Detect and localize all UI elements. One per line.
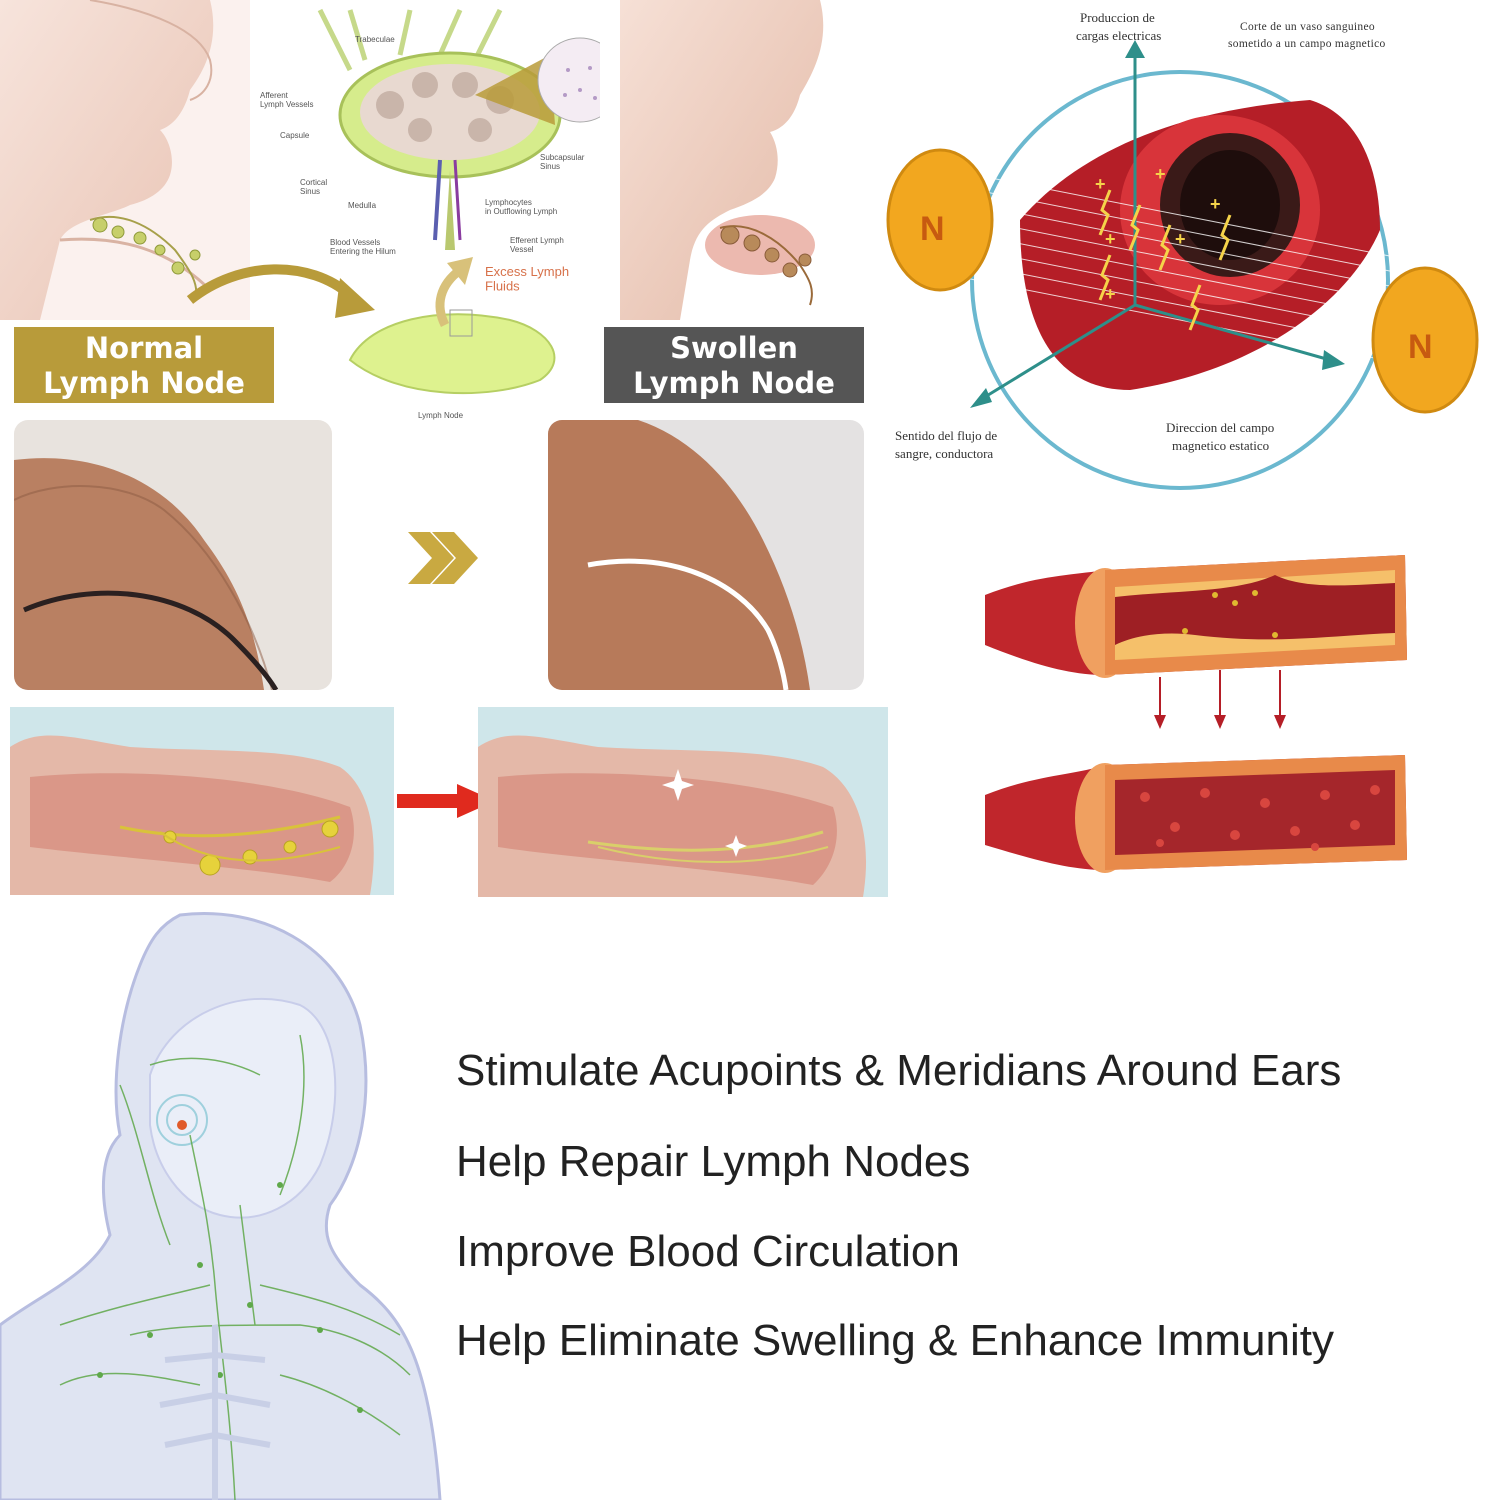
label-direccion-2: magnetico estatico bbox=[1172, 438, 1269, 453]
svg-text:+: + bbox=[1105, 284, 1116, 304]
label-sentido-2: sangre, conductora bbox=[895, 446, 993, 461]
benefit-text-3: Improve Blood Circulation bbox=[456, 1227, 960, 1276]
label-trabeculae: Trabeculae bbox=[355, 35, 395, 44]
swollen-lymph-node-label: Swollen Lymph Node bbox=[604, 327, 864, 403]
label-produccion-1: Produccion de bbox=[1080, 10, 1155, 25]
red-arrow-right-icon bbox=[397, 784, 495, 818]
lymphatic-body-figure bbox=[0, 905, 450, 1500]
normal-label-line2: Lymph Node bbox=[43, 366, 245, 400]
label-medulla: Medulla bbox=[348, 201, 377, 210]
double-chevron-right-icon bbox=[408, 532, 478, 584]
benefit-text-2: Help Repair Lymph Nodes bbox=[456, 1137, 971, 1186]
swollen-label-line1: Swollen bbox=[670, 331, 798, 365]
label-capsule: Capsule bbox=[280, 131, 310, 140]
swollen-neck-illustration bbox=[600, 0, 870, 320]
artery-plaque-diagram bbox=[975, 535, 1415, 875]
shoulder-photo-before bbox=[14, 420, 332, 690]
label-lymph-node: Lymph Node bbox=[418, 411, 464, 420]
arm-illustration-after bbox=[478, 707, 888, 897]
diagram-title-2: sometido a un campo magnetico bbox=[1228, 38, 1386, 50]
swollen-label-line2: Lymph Node bbox=[633, 366, 835, 400]
gold-up-arrow-icon bbox=[435, 257, 473, 328]
normal-lymph-node-label: Normal Lymph Node bbox=[14, 327, 274, 403]
benefit-text-4: Help Eliminate Swelling & Enhance Immuni… bbox=[456, 1316, 1334, 1365]
normal-label-line1: Normal bbox=[84, 331, 204, 365]
svg-text:+: + bbox=[1175, 229, 1186, 249]
shoulder-photo-after bbox=[548, 420, 864, 690]
label-sentido-1: Sentido del flujo de bbox=[895, 428, 997, 443]
svg-text:+: + bbox=[1155, 164, 1166, 184]
gold-curved-arrow-icon bbox=[186, 264, 375, 318]
benefit-text-1: Stimulate Acupoints & Meridians Around E… bbox=[456, 1046, 1342, 1095]
label-direccion-1: Direccion del campo bbox=[1166, 420, 1274, 435]
arm-illustration-before bbox=[10, 707, 394, 895]
magnet-n-left: N bbox=[920, 210, 945, 248]
magnetic-field-diagram: + + + + + + N N Produccion de cargas electri… bbox=[880, 0, 1500, 500]
svg-text:+: + bbox=[1095, 174, 1106, 194]
svg-text:+: + bbox=[1210, 194, 1221, 214]
svg-text:+: + bbox=[1105, 229, 1116, 249]
label-produccion-2: cargas electricas bbox=[1076, 28, 1161, 43]
magnet-n-right: N bbox=[1408, 328, 1433, 366]
diagram-title-1: Corte de un vaso sanguineo bbox=[1240, 21, 1375, 33]
